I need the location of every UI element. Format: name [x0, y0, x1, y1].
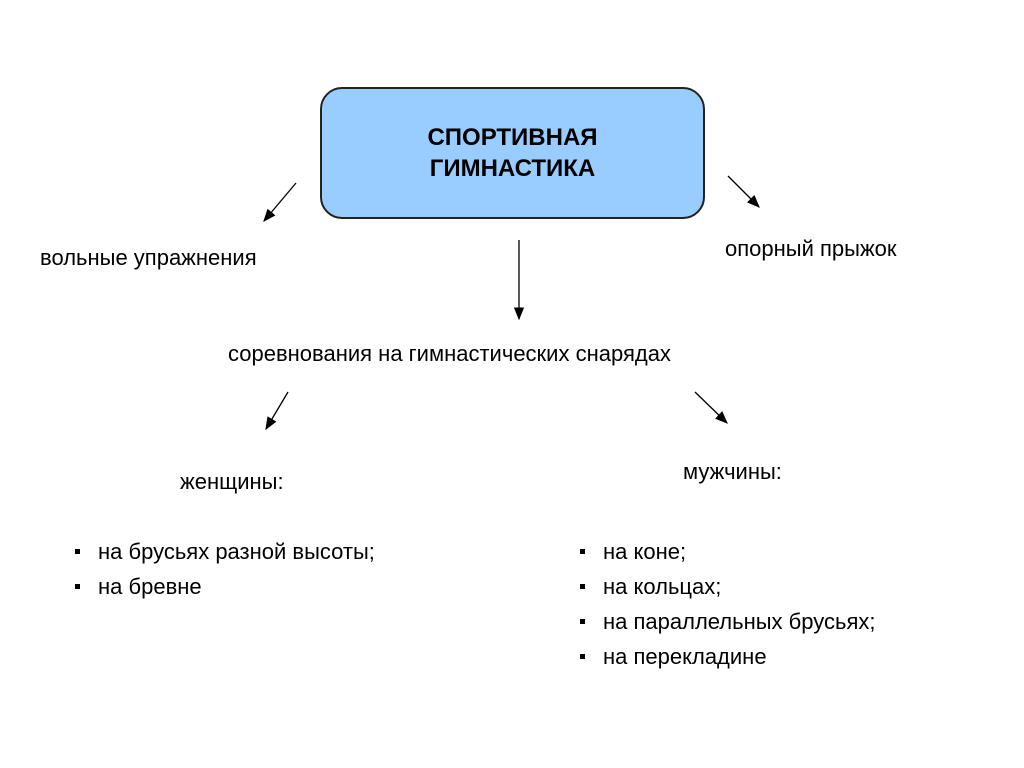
list-item: на кольцах; [578, 574, 876, 609]
vault-label: опорный прыжок [725, 236, 897, 261]
women-list: на брусьях разной высоты; на бревне [73, 539, 375, 609]
root-title-line1: СПОРТИВНАЯ [427, 124, 598, 151]
list-item: на перекладине [578, 644, 876, 679]
floor-exercise-label: вольные упражнения [40, 245, 257, 270]
arrow-to-vault [727, 175, 760, 208]
list-item: на брусьях разной высоты; [73, 539, 375, 574]
root-title-line2: ГИМНАСТИКА [429, 155, 596, 182]
list-item: на коне; [578, 539, 876, 574]
root-node: СПОРТИВНАЯ ГИМНАСТИКА [320, 87, 705, 219]
apparatus-label: соревнования на гимнастических снарядах [228, 341, 671, 366]
arrow-to-women [265, 391, 289, 431]
arrow-to-men [694, 391, 728, 424]
women-label: женщины: [180, 469, 284, 494]
men-label: мужчины: [683, 459, 782, 484]
arrow-to-floor [263, 182, 297, 222]
men-list: на коне; на кольцах; на параллельных бру… [578, 539, 876, 679]
list-item: на бревне [73, 574, 375, 609]
list-item: на параллельных брусьях; [578, 609, 876, 644]
